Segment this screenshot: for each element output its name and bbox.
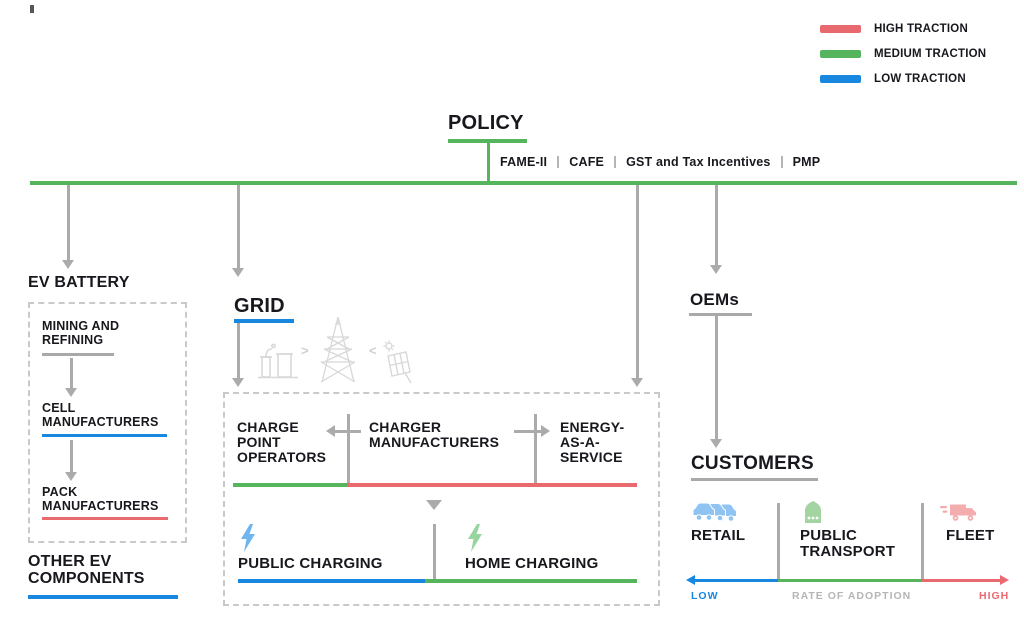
mining-underline	[42, 353, 114, 356]
transmission-tower-icon	[320, 316, 356, 383]
grid-title: GRID	[234, 295, 285, 317]
segment-public-transport: PUBLIC TRANSPORT	[800, 527, 896, 560]
power-plant-icon	[258, 343, 298, 379]
arrow-cm-to-eaas	[514, 430, 542, 433]
node-charger-manufacturers: CHARGER MANUFACTURERS	[369, 419, 500, 450]
policy-items: FAME-II CAFE GST and Tax Incentives PMP	[500, 155, 820, 169]
node-mining-refining: MINING AND REFINING	[42, 319, 120, 347]
policy-title: POLICY	[448, 112, 524, 134]
legend-label-medium: MEDIUM TRACTION	[874, 48, 987, 60]
axis-segment-low	[694, 579, 778, 582]
axis-arrow-low	[686, 575, 695, 585]
axis-label-low: LOW	[691, 590, 719, 602]
cpo-underline-medium	[233, 483, 347, 487]
axis-segment-high	[921, 579, 1001, 582]
policy-item-fame: FAME-II	[500, 155, 548, 169]
lightning-blue-icon	[241, 524, 255, 552]
policy-underline	[448, 139, 527, 143]
medium-traction-swatch	[820, 50, 861, 58]
node-cell-manufacturers: CELL MANUFACTURERS	[42, 401, 159, 429]
ev-battery-box	[28, 302, 187, 543]
divider-public-home	[433, 524, 436, 582]
station-building-icon	[805, 501, 821, 523]
arrow-oems-to-customers	[715, 316, 718, 440]
node-public-charging: PUBLIC CHARGING	[238, 555, 383, 572]
lightning-green-icon	[468, 524, 482, 552]
arrow-to-grid	[237, 185, 240, 269]
cell-underline-low	[42, 434, 167, 437]
node-charge-point-operators: CHARGE POINT OPERATORS	[237, 419, 327, 465]
divider-public-fleet	[921, 503, 924, 580]
ev-battery-title: EV BATTERY	[28, 274, 130, 291]
truck-icon	[940, 504, 976, 521]
node-energy-as-a-service: ENERGY- AS-A- SERVICE	[560, 419, 625, 465]
flow-arrow-right: >	[301, 343, 309, 358]
customers-underline	[691, 478, 818, 481]
flow-arrow-left: <	[369, 343, 377, 358]
cars-icon	[692, 502, 737, 522]
policy-item-cafe: CAFE	[569, 155, 605, 169]
policy-item-pmp: PMP	[792, 155, 821, 169]
axis-arrow-high	[1000, 575, 1009, 585]
grid-underline-low	[234, 319, 294, 323]
policy-separator	[557, 156, 560, 168]
divider-retail-public	[777, 503, 780, 580]
policy-connector	[487, 142, 490, 183]
divider-cm-eaas	[534, 414, 537, 484]
legend-label-low: LOW TRACTION	[874, 73, 966, 85]
divider-cpo-cm	[347, 414, 350, 484]
arrow-to-oems	[715, 185, 718, 266]
node-home-charging: HOME CHARGING	[465, 555, 599, 572]
policy-separator	[780, 156, 783, 168]
public-underline-low	[238, 579, 425, 583]
charging-infrastructure-box	[223, 392, 660, 606]
pack-underline-high	[42, 517, 168, 520]
customers-title: CUSTOMERS	[691, 453, 814, 474]
segment-retail: RETAIL	[691, 527, 746, 544]
node-pack-manufacturers: PACK MANUFACTURERS	[42, 485, 159, 513]
axis-label-rate-of-adoption: RATE OF ADOPTION	[792, 590, 912, 602]
oems-title: OEMs	[690, 290, 739, 309]
arrow-to-charging-box	[636, 185, 639, 379]
other-ev-components: OTHER EV COMPONENTS	[28, 553, 145, 587]
triangle-down	[426, 500, 442, 510]
solar-panel-icon	[383, 340, 412, 384]
arrow-to-ev-battery	[67, 185, 70, 261]
axis-label-high: HIGH	[979, 590, 1010, 602]
segment-fleet: FLEET	[946, 527, 995, 544]
policy-item-gst: GST and Tax Incentives	[626, 155, 771, 169]
oems-underline	[689, 313, 752, 316]
page-mark	[30, 5, 34, 13]
home-underline-medium	[425, 579, 637, 583]
other-ev-underline-low	[28, 595, 178, 599]
policy-separator	[614, 156, 617, 168]
cm-eaas-underline-high	[347, 483, 637, 487]
low-traction-swatch	[820, 75, 861, 83]
arrow-cm-to-cpo	[334, 430, 361, 433]
axis-segment-medium	[778, 579, 921, 582]
arrow-mining-to-cell	[70, 358, 73, 389]
legend-label-high: HIGH TRACTION	[874, 23, 968, 35]
arrow-grid-to-charging	[237, 323, 240, 379]
main-bus-line	[30, 181, 1017, 185]
arrow-cell-to-pack	[70, 440, 73, 473]
high-traction-swatch	[820, 25, 861, 33]
